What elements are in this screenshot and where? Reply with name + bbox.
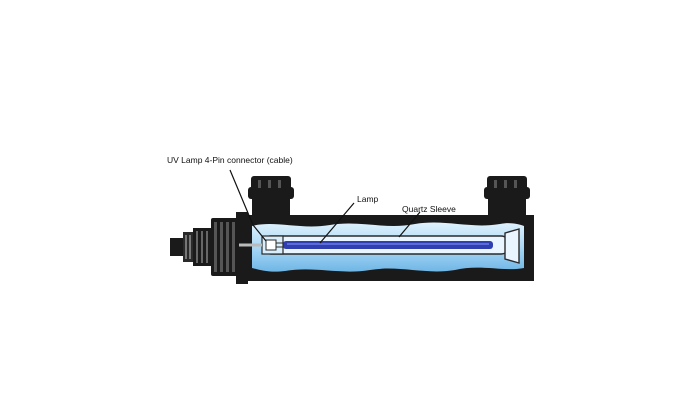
lamp-connector [261, 235, 284, 255]
uv-lamp-glow [287, 243, 489, 245]
lamp-leader-line [319, 202, 355, 244]
quartz-sleeve-end [504, 228, 520, 264]
sleeve-leader-line [398, 211, 421, 238]
outlet-port [484, 176, 530, 222]
housing-flange [236, 212, 248, 284]
connector-leader-line [229, 169, 267, 242]
lamp-label: Lamp [357, 194, 379, 204]
connector-label: UV Lamp 4-Pin connector (cable) [167, 155, 293, 165]
end-cap [211, 218, 239, 276]
cable-gland [170, 228, 211, 266]
quartz-sleeve-label: Quartz Sleeve [402, 204, 456, 214]
